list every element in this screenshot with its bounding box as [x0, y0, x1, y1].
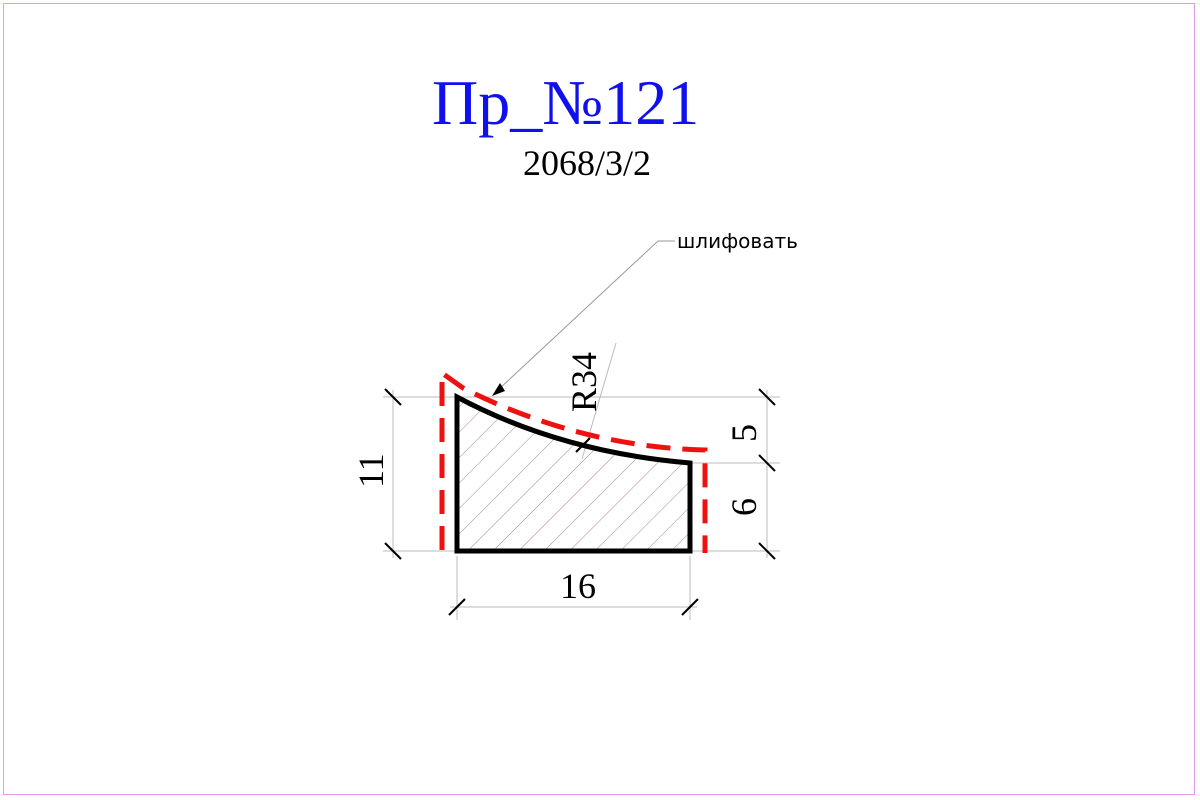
note-leader — [497, 240, 675, 391]
dimension-lines — [392, 390, 768, 608]
profile-title: Пр_№121 — [432, 67, 700, 138]
dimension-ticks — [384, 388, 776, 616]
profile-code: 2068/3/2 — [523, 143, 652, 183]
dim-height-lower: 6 — [724, 498, 764, 516]
note-arrow — [492, 383, 505, 396]
extension-lines — [383, 396, 780, 620]
dim-width: 16 — [560, 566, 596, 606]
dim-height-upper: 5 — [724, 424, 764, 442]
dim-height-total: 11 — [351, 453, 391, 488]
radius-label: R34 — [564, 352, 604, 412]
profile-outline — [454, 392, 693, 554]
grind-note: шлифовать — [677, 229, 798, 253]
page-frame — [3, 3, 1195, 795]
